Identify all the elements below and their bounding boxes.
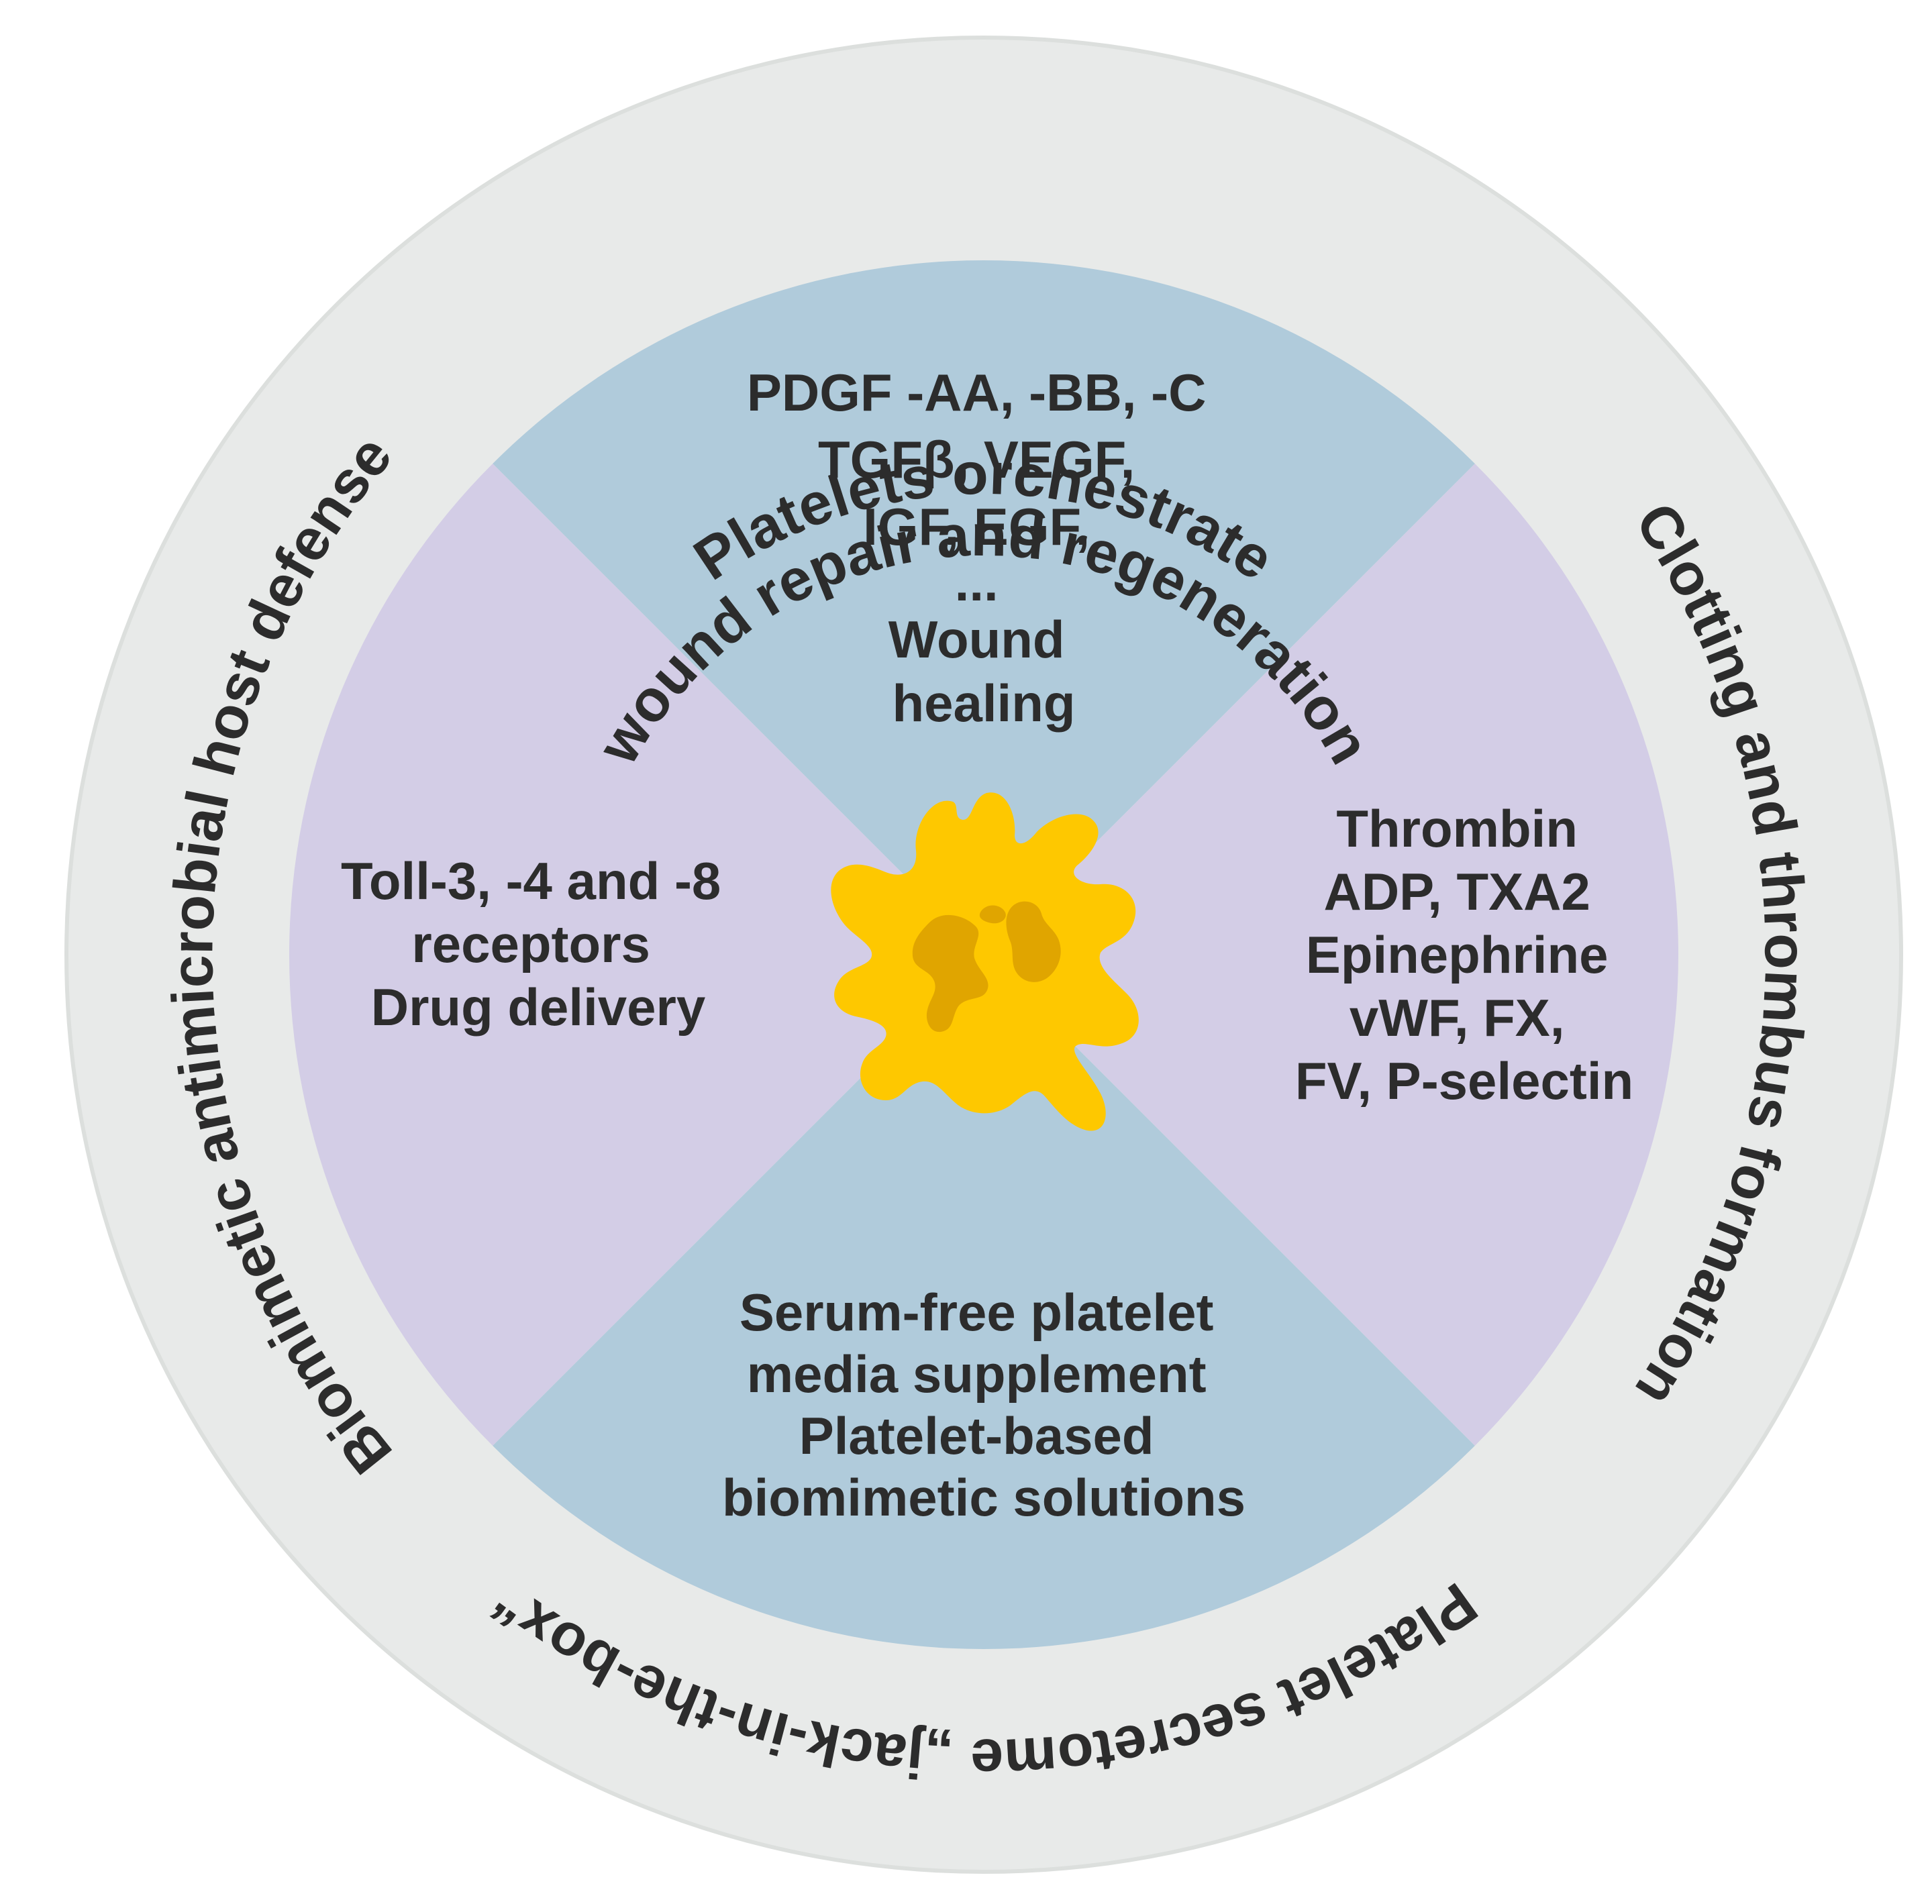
sector-right-line: Epinephrine: [1306, 925, 1609, 984]
sector-left-line: Drug delivery: [371, 977, 706, 1037]
sector-top-line: TGFβ, VEGF,: [818, 430, 1135, 489]
sector-left-line: Toll-3, -4 and -8: [341, 851, 721, 910]
sector-right-line: Thrombin: [1336, 799, 1578, 858]
platelet-granule-small: [979, 905, 1006, 924]
sector-top-line: Wound: [888, 610, 1065, 669]
sector-left: [289, 260, 984, 1649]
platelet-granule-left: [912, 914, 988, 1033]
sector-bottom-line: Serum-free platelet: [740, 1283, 1214, 1342]
sector-top-text: PDGF -AA, -BB, -C TGFβ, VEGF, IGF, EGF, …: [747, 363, 1221, 733]
sector-bottom-line: media supplement: [747, 1344, 1207, 1404]
sector-right: [984, 260, 1678, 1649]
sector-top-line: ...: [955, 553, 999, 612]
sector-right-line: FV, P-selectin: [1295, 1051, 1633, 1110]
sector-bottom-line: Platelet-based: [799, 1406, 1154, 1465]
sector-top-line: IGF, EGF,: [863, 497, 1090, 556]
sector-top-line: healing: [892, 674, 1075, 733]
sector-top: [289, 260, 1678, 955]
platelet-body: [831, 792, 1139, 1131]
sector-left-text: Toll-3, -4 and -8 receptors Drug deliver…: [341, 851, 735, 1037]
sector-left-line: receptors: [411, 914, 650, 973]
platelet-granule-right: [1006, 901, 1061, 982]
sectors: [289, 260, 1678, 1649]
sector-bottom: [289, 955, 1678, 1649]
sector-bottom-text: Serum-free platelet media supplement Pla…: [722, 1283, 1245, 1527]
sector-right-line: ADP, TXA2: [1323, 862, 1590, 921]
platelet-icon: [831, 792, 1139, 1131]
sector-right-line: vWF, FX,: [1350, 988, 1565, 1047]
sector-right-text: Thrombin ADP, TXA2 Epinephrine vWF, FX, …: [1295, 799, 1633, 1110]
sector-bottom-line: biomimetic solutions: [722, 1468, 1245, 1527]
sector-top-line: PDGF -AA, -BB, -C: [747, 363, 1207, 422]
